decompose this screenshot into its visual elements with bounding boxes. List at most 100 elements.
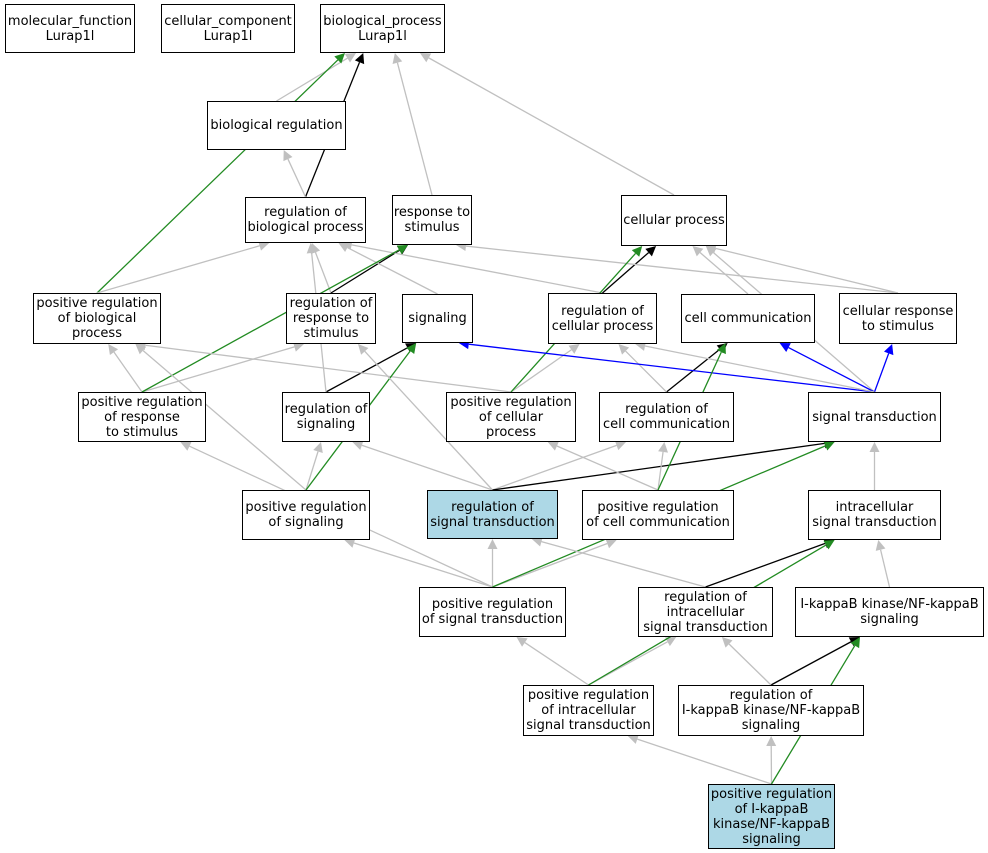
edge-rcc-to-rcp [625,350,667,393]
arrowhead-prrs-to-rrts [292,342,304,352]
edge-ikk-to-ist [879,549,891,588]
arrowhead-prbp-to-bp [334,53,345,64]
arrowhead-breg-to-bp [344,53,356,63]
arrowhead-prcc-to-prcp [547,441,559,451]
edge-rts-to-bp [396,62,433,196]
node-regulation-of-response-to-stimulus[interactable]: regulation of response to stimulus [286,293,376,344]
edge-rst-to-rcc [492,444,617,491]
node-positive-regulation-of-signaling[interactable]: positive regulation of signaling [242,490,370,540]
arrowhead-prist-to-prst [516,637,528,647]
arrowhead-rst-to-rcc [614,440,626,451]
node-cell-communication[interactable]: cell communication [681,294,815,343]
arrowhead-rsig-to-rbp [306,243,317,254]
edge-prcc-to-rcc [657,451,664,491]
edge-st-to-sig [468,343,875,393]
arrowhead-rbp-to-breg [283,150,293,162]
edge-prsig-to-prbp [142,350,307,491]
arrowhead-rst-to-rrts [358,344,369,355]
edge-crs-to-cp [715,247,899,294]
edge-prcp-to-rcp [510,349,572,393]
edge-prcp-to-prbp [145,344,512,393]
node-regulation-of-signaling[interactable]: regulation of signaling [282,392,370,442]
node-regulation-of-cell-communication[interactable]: regulation of cell communication [599,392,734,442]
node-cellular-component[interactable]: cellular_component Lurap1l [161,4,295,53]
edge-rikk-to-rist [728,643,772,686]
node-positive-regulation-of-ikappab-kinase-nfkappab-signaling[interactable]: positive regulation of I-kappaB kinase/N… [708,784,835,849]
edge-prrs-to-rrts [141,346,295,393]
arrowhead-prsig-to-rsig [313,442,323,454]
node-positive-regulation-of-cellular-process[interactable]: positive regulation of cellular process [446,392,576,442]
edge-rbp-to-breg [287,158,307,198]
edge-ccom-to-cp [699,252,749,295]
edge-rikk-to-ikk [770,641,852,686]
node-regulation-of-cellular-process[interactable]: regulation of cellular process [548,293,657,344]
arrowhead-cp-to-bp [420,53,432,63]
node-signal-transduction[interactable]: signal transduction [808,392,941,442]
node-regulation-of-biological-process[interactable]: regulation of biological process [245,197,366,243]
node-cellular-process[interactable]: cellular process [621,195,727,246]
node-ikappab-kinase-nfkappab-signaling[interactable]: I-kappaB kinase/NF-kappaB signaling [795,587,984,637]
arrowhead-prcp-to-cp [631,246,643,257]
node-positive-regulation-of-response-to-stimulus[interactable]: positive regulation of response to stimu… [78,392,206,442]
node-biological-regulation[interactable]: biological regulation [207,101,346,150]
arrowhead-rts-to-bp [392,53,403,64]
arrowhead-prrs-to-prbp [108,344,119,356]
edge-prst-to-prcc [492,542,608,588]
edge-rst-to-st [492,442,825,491]
edge-rsig-to-sig [325,347,408,393]
edge-st-to-ccom [788,347,875,393]
edge-rst-to-rsig [361,444,493,491]
node-biological-process[interactable]: biological_process Lurap1l [320,4,445,53]
arrowhead-prikk-to-ikk [850,637,860,649]
arrowhead-ist-to-st [869,442,880,452]
edge-prsig-to-rsig [305,451,319,491]
arrowhead-rcc-to-rcp [618,344,630,355]
arrowhead-prst-to-prcc [605,538,617,549]
edge-st-to-crs [873,353,890,393]
arrowhead-prcp-to-rcp [568,344,580,354]
arrowhead-rst-to-rsig [352,440,364,450]
node-positive-regulation-of-signal-transduction[interactable]: positive regulation of signal transducti… [419,587,566,637]
arrowhead-prist-to-rist [665,637,677,647]
arrowhead-prsig-to-prbp [135,344,147,355]
arrowhead-prst-to-st [823,441,835,451]
arrowhead-prst-to-prsig [344,538,356,548]
node-regulation-of-ikappab-kinase-nfkappab-signaling[interactable]: regulation of I-kappaB kinase/NF-kappaB … [678,685,864,736]
edge-prbp-to-bp [96,59,339,294]
edge-rist-to-rst [541,541,706,588]
arrowhead-prikk-to-prist [627,734,639,744]
edge-breg-to-bp [276,57,348,102]
edge-sig-to-rbp [347,247,438,295]
arrowhead-rbp-to-bp [354,53,365,65]
edge-prrs-to-rts [141,249,400,393]
arrowhead-ccom-to-cp [692,246,704,257]
edge-rist-to-ist [705,542,826,588]
edge-prcc-to-prcp [556,445,659,491]
node-positive-regulation-of-cell-communication[interactable]: positive regulation of cell communicatio… [582,490,734,540]
node-regulation-of-intracellular-signal-transduction[interactable]: regulation of intracellular signal trans… [638,587,773,637]
arrowhead-prst-to-prrs [180,441,192,451]
node-response-to-stimulus[interactable]: response to stimulus [392,195,472,245]
edge-rst-to-rrts [364,350,493,491]
arrowhead-st-to-cp [705,246,717,257]
arrowhead-rcp-to-cp [645,246,657,257]
node-positive-regulation-of-intracellular-signal-transduction[interactable]: positive regulation of intracellular sig… [523,685,654,736]
edge-prbp-to-rbp [96,245,260,294]
arrowhead-prcc-to-rcc [658,442,669,453]
node-intracellular-signal-transduction[interactable]: intracellular signal transduction [808,490,941,540]
node-molecular-function[interactable]: molecular_function Lurap1l [5,4,135,53]
edge-prst-to-prsig [353,542,493,588]
node-signaling[interactable]: signaling [402,294,473,343]
edge-rrts-to-rts [330,249,400,294]
edge-prikk-to-prist [637,738,772,785]
arrowhead-st-to-crs [883,344,894,356]
node-cellular-response-to-stimulus[interactable]: cellular response to stimulus [839,293,957,344]
arrowhead-prikk-to-rikk [766,736,777,747]
arrowhead-prbp-to-rbp [258,240,270,251]
node-positive-regulation-of-biological-process[interactable]: positive regulation of biological proces… [33,293,161,344]
arrowhead-prst-to-rst [487,539,498,549]
arrowhead-ikk-to-ist [875,540,886,551]
node-regulation-of-signal-transduction[interactable]: regulation of signal transduction [427,490,558,539]
edge-crs-to-rts [465,245,899,294]
